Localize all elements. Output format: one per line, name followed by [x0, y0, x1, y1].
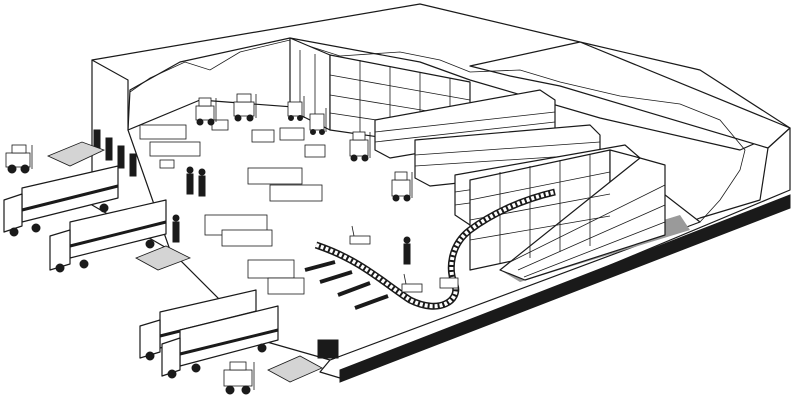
worker-icon	[172, 214, 180, 243]
forklift-icon	[233, 93, 257, 122]
pallet-icon	[251, 129, 275, 143]
trucks-left	[3, 165, 167, 273]
pallet-icon	[149, 141, 201, 157]
shelving-icon	[499, 157, 666, 281]
loading-ramp	[267, 355, 323, 383]
pallet-jack-icon	[401, 273, 423, 293]
foundation-band	[339, 194, 791, 383]
forklift-icon	[349, 131, 371, 162]
conveyor-system	[304, 188, 556, 310]
truck-icon	[161, 305, 279, 379]
forklift-icon	[195, 97, 217, 126]
dock-door	[105, 137, 113, 161]
worker-icon	[186, 166, 194, 195]
conveyor-package	[439, 277, 459, 289]
pallet-icon	[159, 159, 175, 169]
pallet-icon	[247, 259, 295, 279]
forklift-icon	[309, 108, 327, 135]
dock-door	[117, 145, 125, 169]
worker-icon	[403, 236, 411, 265]
high-bay-racking	[469, 149, 690, 282]
worker-icon	[198, 168, 206, 197]
trucks-bottom	[139, 289, 339, 379]
forklift-icon	[5, 144, 33, 174]
pallet-icon	[304, 144, 326, 158]
pallet-icon	[269, 184, 323, 202]
cutaway-edge	[129, 39, 746, 223]
loading-ramp	[135, 245, 191, 271]
forklifts	[5, 93, 423, 395]
forklift-icon	[287, 96, 305, 121]
workers	[172, 166, 411, 265]
conveyor-belt	[315, 190, 556, 309]
pallet-jack-icon	[349, 225, 371, 245]
truck-icon	[3, 165, 119, 237]
loading-ramp	[46, 141, 106, 167]
pallet-icon	[221, 229, 273, 247]
pallet-icon	[139, 124, 187, 140]
pallet-icon	[247, 167, 303, 185]
forklift-icon	[391, 171, 413, 202]
pallet-icon	[279, 127, 305, 141]
pallet-icon	[267, 277, 305, 295]
right-wall	[319, 127, 791, 379]
forklift-icon	[223, 361, 255, 395]
truck-icon	[49, 199, 167, 273]
pallet-stacks	[139, 119, 326, 295]
dock-door	[129, 153, 137, 177]
dock-leveler	[317, 339, 339, 359]
